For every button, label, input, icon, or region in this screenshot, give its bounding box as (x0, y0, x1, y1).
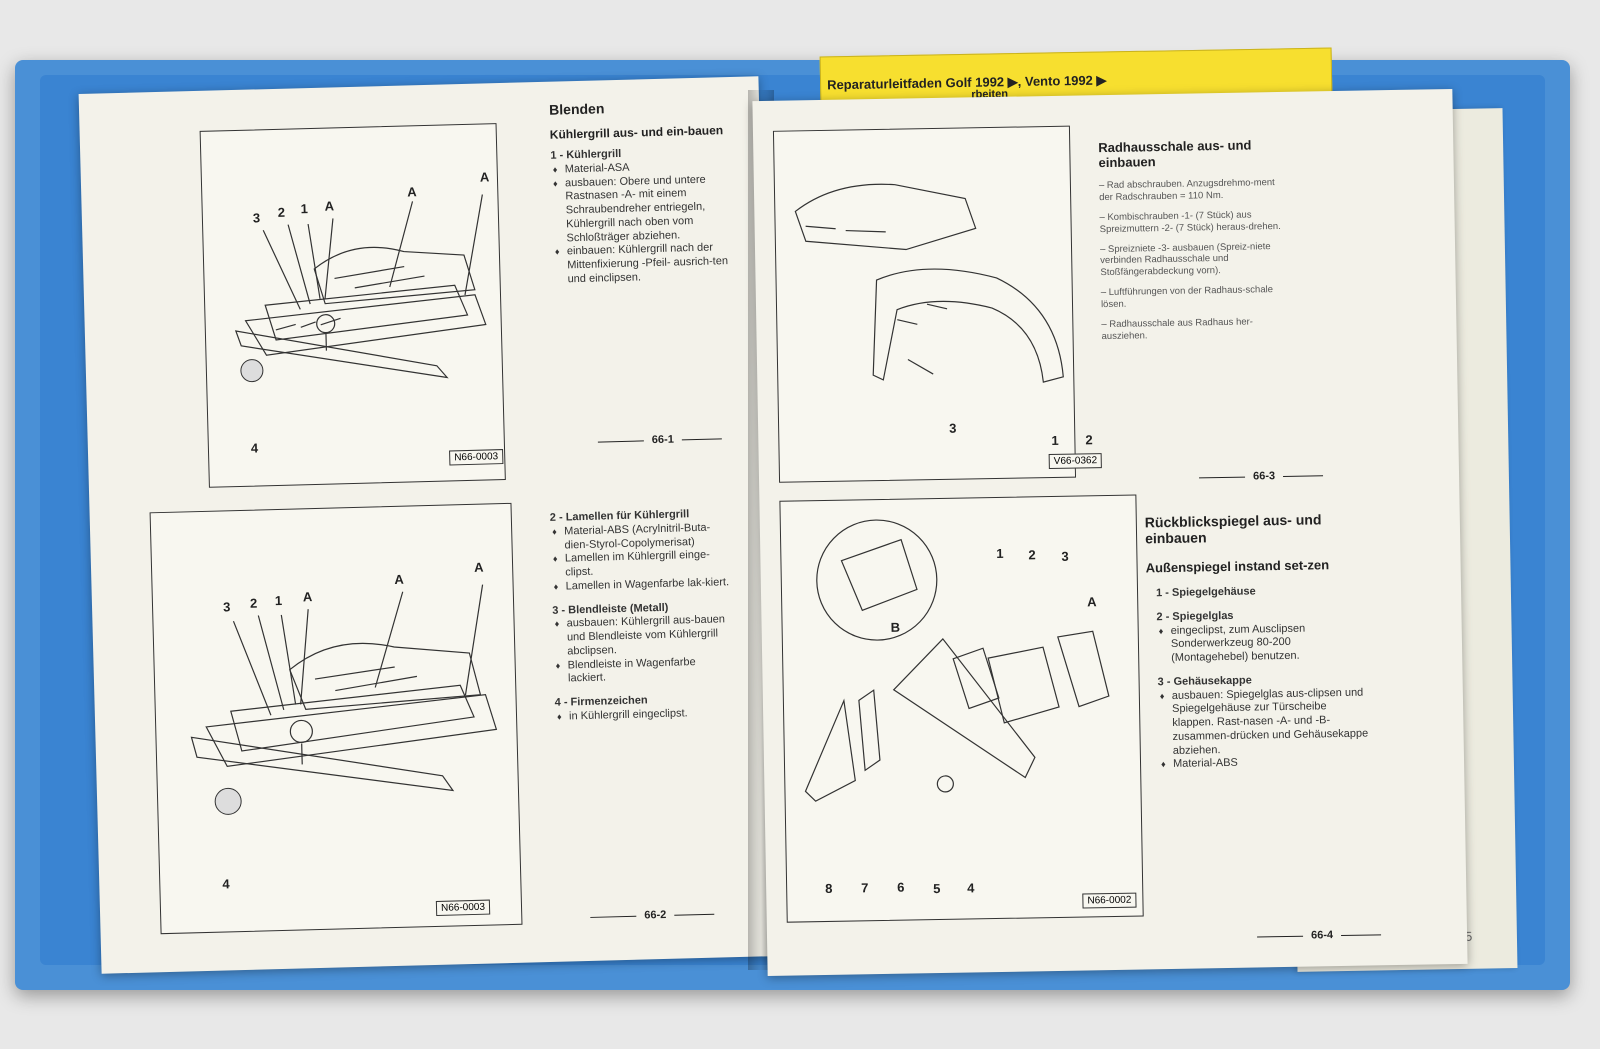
callout-label: A (479, 169, 490, 185)
right-page: 3 1 2 V66-0362 Radhausschale aus- und ei… (752, 88, 1468, 977)
mirror-drawing (804, 519, 1110, 802)
callout-label: 1 (996, 545, 1004, 561)
step-text: – Luftführungen von der Radhaus-schale l… (1100, 284, 1274, 311)
bullet-text: Material-ABS (1159, 755, 1369, 772)
callout-label: 6 (897, 879, 905, 895)
procedure-heading: Kühlergrill aus- und ein-bauen (549, 123, 724, 142)
item-title: 1 - Spiegelgehäuse (1155, 585, 1256, 600)
grille-drawing (190, 584, 498, 815)
mirror-figure: 1 2 3 A B 8 7 6 5 4 N66-0002 (779, 494, 1144, 923)
callout-label: 1 (300, 201, 309, 217)
callout-label: 2 (1028, 547, 1036, 563)
callout-label: 4 (250, 440, 259, 456)
wheel-housing-figure: 3 1 2 (772, 125, 1093, 483)
grille-figure-top: 3 2 1 A A A 4 N66-0003 (199, 123, 506, 488)
bullet-text: eingeclipst, zum Ausclipsen Sonderwerkze… (1157, 621, 1368, 666)
page-number: 66-2 (590, 908, 714, 923)
procedure-heading: Rückblickspiegel aus- und einbauen (1144, 511, 1322, 547)
bullet-text: ausbauen: Obere und untere Rastnasen -A-… (551, 173, 728, 246)
step-text: – Rad abschrauben. Anzugsdrehmo-ment der… (1098, 177, 1275, 204)
callout-label: A (302, 589, 313, 605)
figure-code: N66-0003 (449, 449, 504, 466)
callout-label: 8 (825, 880, 833, 897)
page-number: 66-3 (1199, 469, 1323, 483)
callout-label: A (407, 184, 417, 200)
callout-label: 3 (949, 420, 957, 436)
callout-label: 2 (249, 595, 258, 611)
callout-label: A (1087, 594, 1097, 610)
procedure-subheading: Außenspiegel instand set-zen (1145, 557, 1330, 576)
callout-label: 2 (1085, 432, 1093, 448)
step-text: – Radhausschale aus Radhaus her-ausziehe… (1101, 316, 1254, 342)
bullet-text: einbauen: Kühlergrill nach der Mittenfix… (553, 241, 729, 287)
tab-title: Reparaturleitfaden Golf 1992 ▶, Vento 19… (826, 72, 1107, 93)
callout-label: 3 (1061, 548, 1069, 564)
page-number: 66-1 (598, 432, 722, 447)
bullet-text: ausbauen: Kühlergrill aus-bauen und Blen… (552, 613, 733, 659)
grille-drawing (234, 194, 487, 383)
grille-text-block: Blenden Kühlergrill aus- und ein-bauen 1… (549, 97, 729, 287)
step-text: – Spreizniete -3- ausbauen (Spreiz-niete… (1099, 240, 1271, 279)
callout-label: 1 (1051, 432, 1059, 449)
bullet-text: ausbauen: Spiegelglas aus-clipsen und Sp… (1158, 686, 1369, 758)
callout-label: 3 (252, 210, 261, 226)
callout-label: 1 (274, 592, 283, 609)
callout-label: A (324, 198, 335, 214)
callout-label: 2 (277, 204, 286, 220)
callout-label: 7 (861, 880, 869, 896)
callout-label: 5 (933, 881, 941, 897)
bullet-text: Blendleiste in Wagenfarbe lackiert. (554, 655, 735, 687)
callout-label: 3 (222, 599, 231, 615)
figure-code: N66-0003 (435, 899, 491, 916)
section-title: Blenden (548, 100, 605, 118)
figure-code: V66-0362 (1048, 453, 1103, 470)
left-page: 3 2 1 A A A 4 N66-0003 Blenden Kühlergri… (78, 76, 782, 974)
callout-label: A (473, 559, 484, 575)
mirror-text: Rückblickspiegel aus- und einbauen Außen… (1145, 511, 1369, 773)
callout-label: 4 (967, 880, 975, 896)
procedure-heading: Radhausschale aus- und einbauen (1098, 137, 1252, 171)
callout-label: 4 (222, 876, 230, 892)
step-text: – Kombischrauben -1- (7 Stück) aus Sprei… (1099, 209, 1281, 235)
figure-code: N66-0002 (1082, 892, 1137, 909)
wheel-housing-text: Radhausschale aus- und einbauen – Rad ab… (1098, 137, 1292, 343)
callout-label: A (394, 571, 404, 587)
wheel-housing-drawing (794, 183, 1064, 383)
grille-figure-bottom: 3 2 1 A A A 4 N66-0003 (149, 502, 523, 935)
grille-parts-text: 2 - Lamellen für Kühlergrill Material-AB… (550, 507, 736, 724)
callout-label: B (890, 619, 901, 635)
page-number: 66-4 (1257, 928, 1381, 942)
